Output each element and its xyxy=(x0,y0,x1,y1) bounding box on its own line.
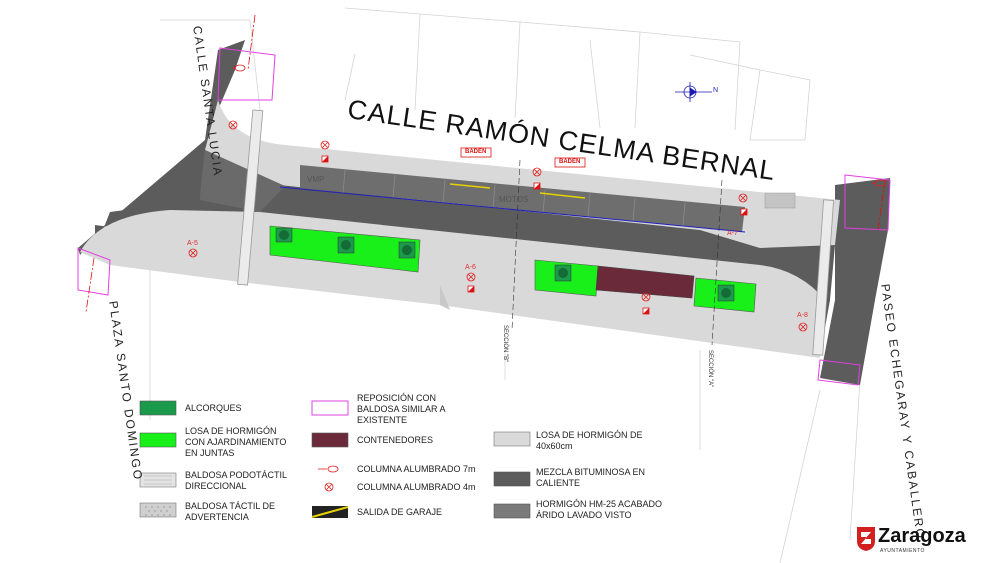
south-sidewalk xyxy=(80,210,825,358)
garage-exit-mark-2 xyxy=(539,192,586,199)
legend-swatches xyxy=(139,400,531,519)
lighting-columns xyxy=(188,64,886,332)
crossing-right xyxy=(812,199,834,356)
reposicion-outlines xyxy=(77,47,891,386)
garage-exit-mark-1 xyxy=(449,183,491,189)
roadway-left-curve xyxy=(200,150,285,212)
parking-bay-lines xyxy=(342,169,686,227)
tree-5 xyxy=(721,288,731,298)
section-lines xyxy=(511,159,723,346)
containers xyxy=(595,265,695,299)
axis-line xyxy=(279,186,746,233)
moto-parking-right xyxy=(764,192,796,209)
tree-1 xyxy=(279,230,289,240)
tree-2 xyxy=(341,240,351,250)
sidewalk-notch xyxy=(440,285,450,310)
tree-3 xyxy=(402,245,412,255)
north-arrow-icon xyxy=(675,82,712,102)
crossing-left xyxy=(237,109,264,286)
traffic-signs xyxy=(321,147,748,315)
tree-4 xyxy=(558,268,568,278)
red-axis-lines xyxy=(85,14,886,313)
building-outlines xyxy=(149,7,861,563)
